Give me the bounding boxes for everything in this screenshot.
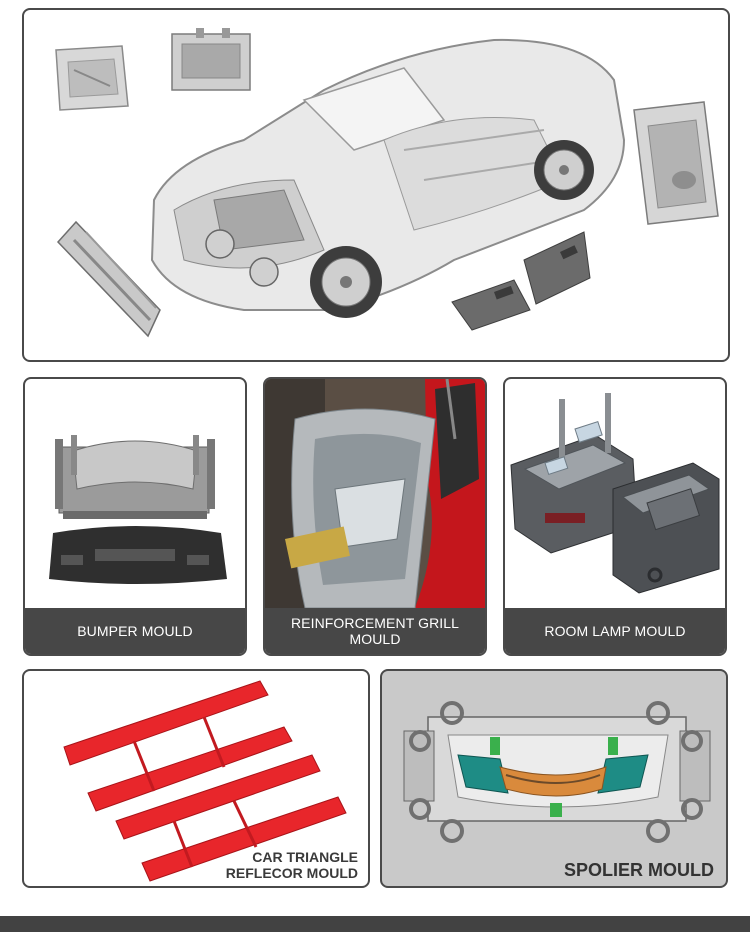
footer-bar [0,916,750,932]
triangle-reflector-card[interactable]: CAR TRIANGLE REFLECOR MOULD [22,669,370,888]
bumper-mould-caption: BUMPER MOULD [25,608,245,654]
bumper-mould-tool [55,435,215,519]
bumper-part [49,526,227,584]
reflector-bars [63,680,347,882]
hero-panel [22,8,730,362]
room-lamp-mould-caption: ROOM LAMP MOULD [505,608,725,654]
car-cutaway-illustration [55,28,719,338]
grill-mould-caption: REINFORCEMENT GRILL MOULD [265,608,485,654]
room-lamp-mould-card[interactable]: ROOM LAMP MOULD [503,377,727,656]
spoiler-mould-card[interactable]: SPOLIER MOULD [380,669,728,888]
door-panels [451,231,591,331]
mould-block-small [171,28,251,91]
triangle-reflector-image [63,680,347,882]
rear-wheel [534,140,594,200]
mould-plate-small [55,45,129,111]
lifting-ring-icons [409,701,703,843]
mould-half-left [510,393,638,554]
reflector-runners [132,716,258,868]
car-body [150,38,626,311]
spoiler-mould-caption: SPOLIER MOULD [563,860,714,880]
triangle-caption-line1: CAR TRIANGLE [252,849,358,865]
bumper-mould-card[interactable]: BUMPER MOULD [23,377,247,656]
spoiler-cavity [447,734,669,817]
grill-mould-card[interactable]: REINFORCEMENT GRILL MOULD [263,377,487,656]
bumper-part-left [56,220,161,338]
triangle-caption-line2: REFLECOR MOULD [225,865,358,881]
spoiler-mould-image [403,701,711,843]
bumper-mould-image [49,435,227,584]
mould-half-right [612,462,720,594]
grill-mould-image [265,379,485,608]
room-lamp-mould-image [510,393,720,594]
mould-block-right [633,101,719,225]
front-wheel [310,246,382,318]
